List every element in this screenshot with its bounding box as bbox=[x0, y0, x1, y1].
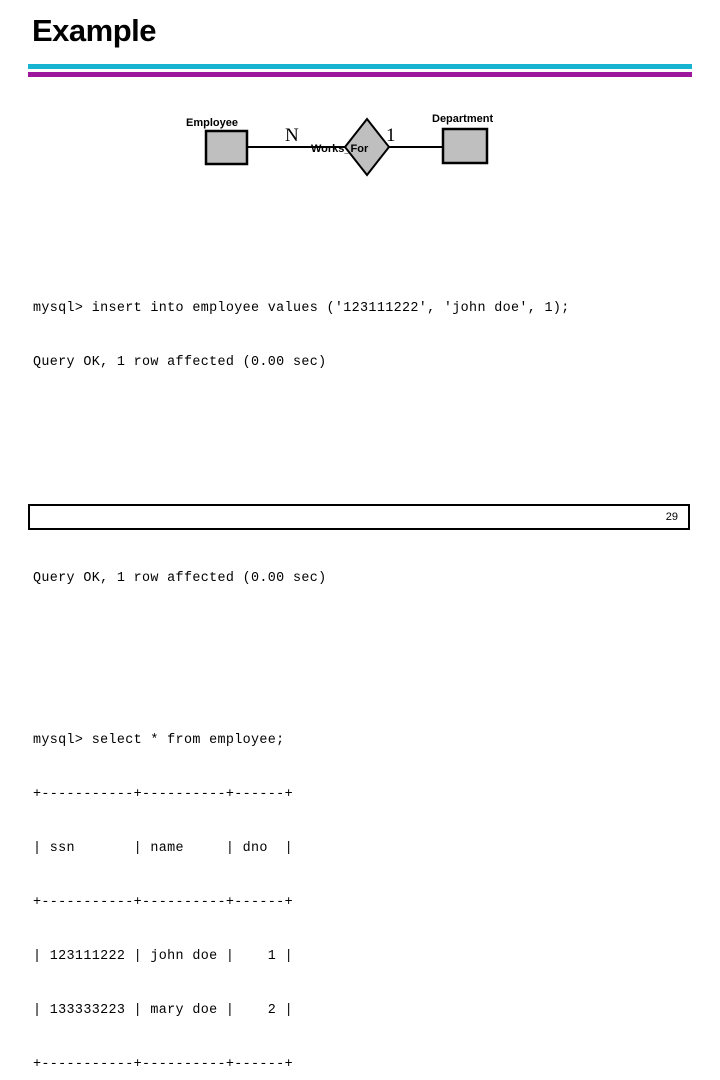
er-label-employee: Employee bbox=[186, 117, 238, 129]
console-line: +-----------+----------+------+ bbox=[33, 1057, 293, 1072]
er-relationship-diamond bbox=[343, 117, 391, 177]
console-line: mysql> select * from employee; bbox=[33, 733, 285, 748]
console-table-row: | 123111222 | john doe | 1 | bbox=[33, 949, 293, 964]
mysql-console-output: mysql> insert into employee values ('123… bbox=[33, 210, 693, 1080]
console-line: Query OK, 1 row affected (0.00 sec) bbox=[33, 355, 327, 370]
page-number: 29 bbox=[665, 511, 678, 523]
er-entity-department bbox=[441, 127, 489, 165]
er-relationship-label: Works_For bbox=[311, 143, 369, 155]
console-block-insert-mary: mysql> insert into employee values ('133… bbox=[33, 480, 693, 624]
console-line: +-----------+----------+------+ bbox=[33, 787, 293, 802]
er-label-department: Department bbox=[432, 113, 493, 125]
er-entity-employee bbox=[204, 129, 249, 166]
console-table-row: | 133333223 | mary doe | 2 | bbox=[33, 1003, 293, 1018]
er-diagram: Employee Department N 1 Works_For bbox=[0, 100, 720, 185]
er-cardinality-left: N bbox=[285, 125, 299, 146]
er-cardinality-right: 1 bbox=[386, 125, 396, 146]
divider-rule-purple bbox=[28, 72, 692, 77]
console-block-insert-john: mysql> insert into employee values ('123… bbox=[33, 264, 693, 408]
console-table-header: | ssn | name | dno | bbox=[33, 841, 293, 856]
console-line: Query OK, 1 row affected (0.00 sec) bbox=[33, 571, 327, 586]
page-title: Example bbox=[32, 13, 157, 48]
divider-rule-cyan bbox=[28, 64, 692, 69]
console-line: mysql> insert into employee values ('123… bbox=[33, 301, 570, 316]
console-line: +-----------+----------+------+ bbox=[33, 895, 293, 910]
footer-bar: 29 bbox=[28, 504, 690, 530]
title-divider bbox=[28, 64, 692, 77]
console-block-select-employee: mysql> select * from employee; +--------… bbox=[33, 696, 693, 1080]
